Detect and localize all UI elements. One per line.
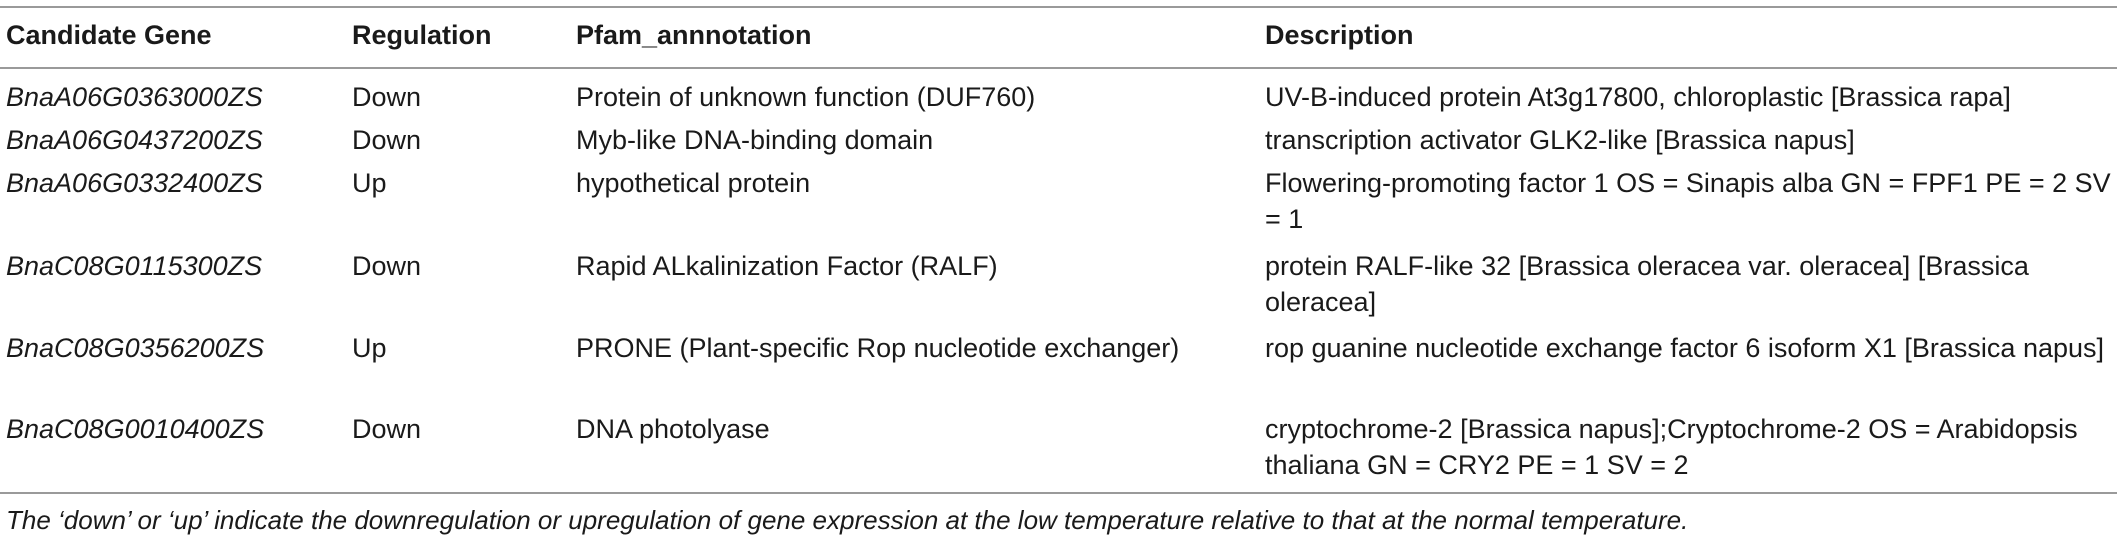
table-bottom-rule	[0, 492, 2117, 494]
regulation-cell: Down	[352, 251, 422, 281]
description-cell: Flowering-promoting factor 1 OS = Sinapi…	[1265, 168, 2111, 234]
pfam-cell: hypothetical protein	[576, 168, 811, 198]
gene-id-cell: BnaC08G0010400ZS	[6, 414, 265, 444]
gene-id-cell: BnaA06G0437200ZS	[6, 125, 263, 155]
gene-id-cell: BnaC08G0356200ZS	[6, 333, 265, 363]
header-candidate-gene: Candidate Gene	[6, 20, 212, 50]
description-cell: rop guanine nucleotide exchange factor 6…	[1265, 333, 2105, 363]
description-cell: cryptochrome-2 [Brassica napus];Cryptoch…	[1265, 414, 2078, 480]
description-cell: protein RALF-like 32 [Brassica oleracea …	[1265, 251, 2029, 317]
table-header-rule	[0, 67, 2117, 69]
table-top-rule	[0, 6, 2117, 8]
table-footnote: The ‘down’ or ‘up’ indicate the downregu…	[6, 505, 1689, 535]
pfam-cell: DNA photolyase	[576, 414, 770, 444]
gene-id-cell: BnaC08G0115300ZS	[6, 251, 263, 281]
regulation-cell: Up	[352, 333, 387, 363]
gene-id-cell: BnaA06G0332400ZS	[6, 168, 263, 198]
regulation-cell: Down	[352, 414, 422, 444]
pfam-cell: Myb-like DNA-binding domain	[576, 125, 934, 155]
pfam-cell: Protein of unknown function (DUF760)	[576, 82, 1036, 112]
header-pfam-annotation: Pfam_annnotation	[576, 20, 812, 50]
pfam-cell: Rapid ALkalinization Factor (RALF)	[576, 251, 998, 281]
description-cell: transcription activator GLK2-like [Brass…	[1265, 125, 1855, 155]
regulation-cell: Up	[352, 168, 387, 198]
regulation-cell: Down	[352, 82, 422, 112]
regulation-cell: Down	[352, 125, 422, 155]
gene-id-cell: BnaA06G0363000ZS	[6, 82, 263, 112]
pfam-cell: PRONE (Plant-specific Rop nucleotide exc…	[576, 333, 1180, 363]
header-regulation: Regulation	[352, 20, 492, 50]
description-cell: UV-B-induced protein At3g17800, chloropl…	[1265, 82, 2011, 112]
header-description: Description	[1265, 20, 1414, 50]
